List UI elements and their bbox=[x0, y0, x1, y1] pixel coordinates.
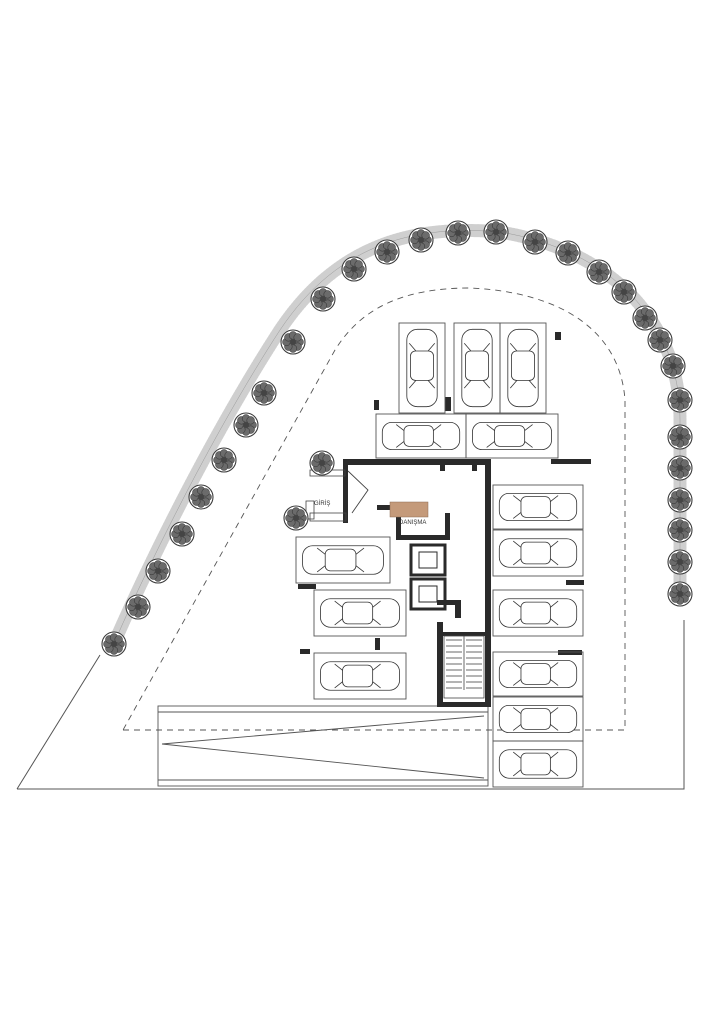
tree-icon bbox=[125, 594, 151, 620]
tree-icon bbox=[101, 631, 127, 657]
tree-icon bbox=[280, 329, 306, 355]
parking-space bbox=[492, 740, 584, 788]
tree-icon bbox=[667, 549, 693, 575]
entrance-area bbox=[305, 469, 369, 522]
parking-space bbox=[453, 322, 501, 414]
car bbox=[461, 328, 493, 408]
tree-icon bbox=[251, 380, 277, 406]
tree-icon bbox=[586, 259, 612, 285]
tree-icon bbox=[647, 327, 673, 353]
parking-space bbox=[398, 322, 446, 414]
tree-icon bbox=[667, 487, 693, 513]
tree-icon bbox=[611, 279, 637, 305]
tree-icon bbox=[667, 424, 693, 450]
car bbox=[498, 538, 578, 568]
parking-space bbox=[492, 651, 584, 697]
car bbox=[406, 328, 438, 408]
tree-icon bbox=[667, 517, 693, 543]
tree-icon bbox=[341, 256, 367, 282]
car bbox=[507, 328, 539, 408]
tree-icon bbox=[667, 581, 693, 607]
car bbox=[302, 545, 384, 575]
tree-icon bbox=[632, 305, 658, 331]
tree-icon bbox=[145, 558, 171, 584]
car bbox=[472, 421, 552, 451]
parking-space bbox=[492, 484, 584, 530]
car bbox=[498, 749, 578, 779]
site-boundary bbox=[16, 620, 685, 790]
tree-icon bbox=[309, 450, 335, 476]
tree-icon bbox=[310, 286, 336, 312]
parking-bays bbox=[295, 322, 584, 788]
car bbox=[498, 492, 578, 522]
tree-icon bbox=[667, 387, 693, 413]
tree-icon bbox=[169, 521, 195, 547]
entrance-label: GİRİŞ bbox=[314, 500, 330, 507]
parking-space bbox=[492, 589, 584, 637]
parking-space bbox=[492, 529, 584, 577]
parking-space bbox=[295, 536, 391, 584]
tree-icon bbox=[188, 484, 214, 510]
tree-icon bbox=[211, 447, 237, 473]
car bbox=[498, 704, 578, 734]
tree-icon bbox=[445, 220, 471, 246]
staircase bbox=[443, 635, 485, 699]
setback-line bbox=[122, 287, 626, 731]
parking-space bbox=[499, 322, 547, 414]
tree-icon bbox=[660, 353, 686, 379]
reception-label: DANIŞMA bbox=[399, 520, 426, 526]
car bbox=[381, 421, 461, 451]
tree-icon bbox=[667, 455, 693, 481]
tree-icon bbox=[283, 505, 309, 531]
tree-icon bbox=[408, 227, 434, 253]
parking-space bbox=[313, 652, 407, 700]
trees bbox=[101, 219, 693, 657]
building-walls bbox=[343, 459, 491, 707]
elevators bbox=[409, 543, 447, 611]
parking-space bbox=[313, 589, 407, 637]
parking-space bbox=[375, 413, 467, 459]
tree-icon bbox=[522, 229, 548, 255]
parking-space bbox=[492, 696, 584, 742]
car bbox=[320, 661, 400, 691]
ramp bbox=[157, 705, 489, 787]
tree-icon bbox=[483, 219, 509, 245]
tree-icon bbox=[233, 412, 259, 438]
wall-stubs bbox=[298, 332, 591, 655]
tree-icon bbox=[374, 239, 400, 265]
reception-desk bbox=[389, 501, 429, 518]
parking-space bbox=[465, 413, 559, 459]
tree-icon bbox=[555, 240, 581, 266]
car bbox=[498, 659, 578, 689]
car bbox=[320, 598, 400, 628]
car bbox=[498, 598, 578, 628]
